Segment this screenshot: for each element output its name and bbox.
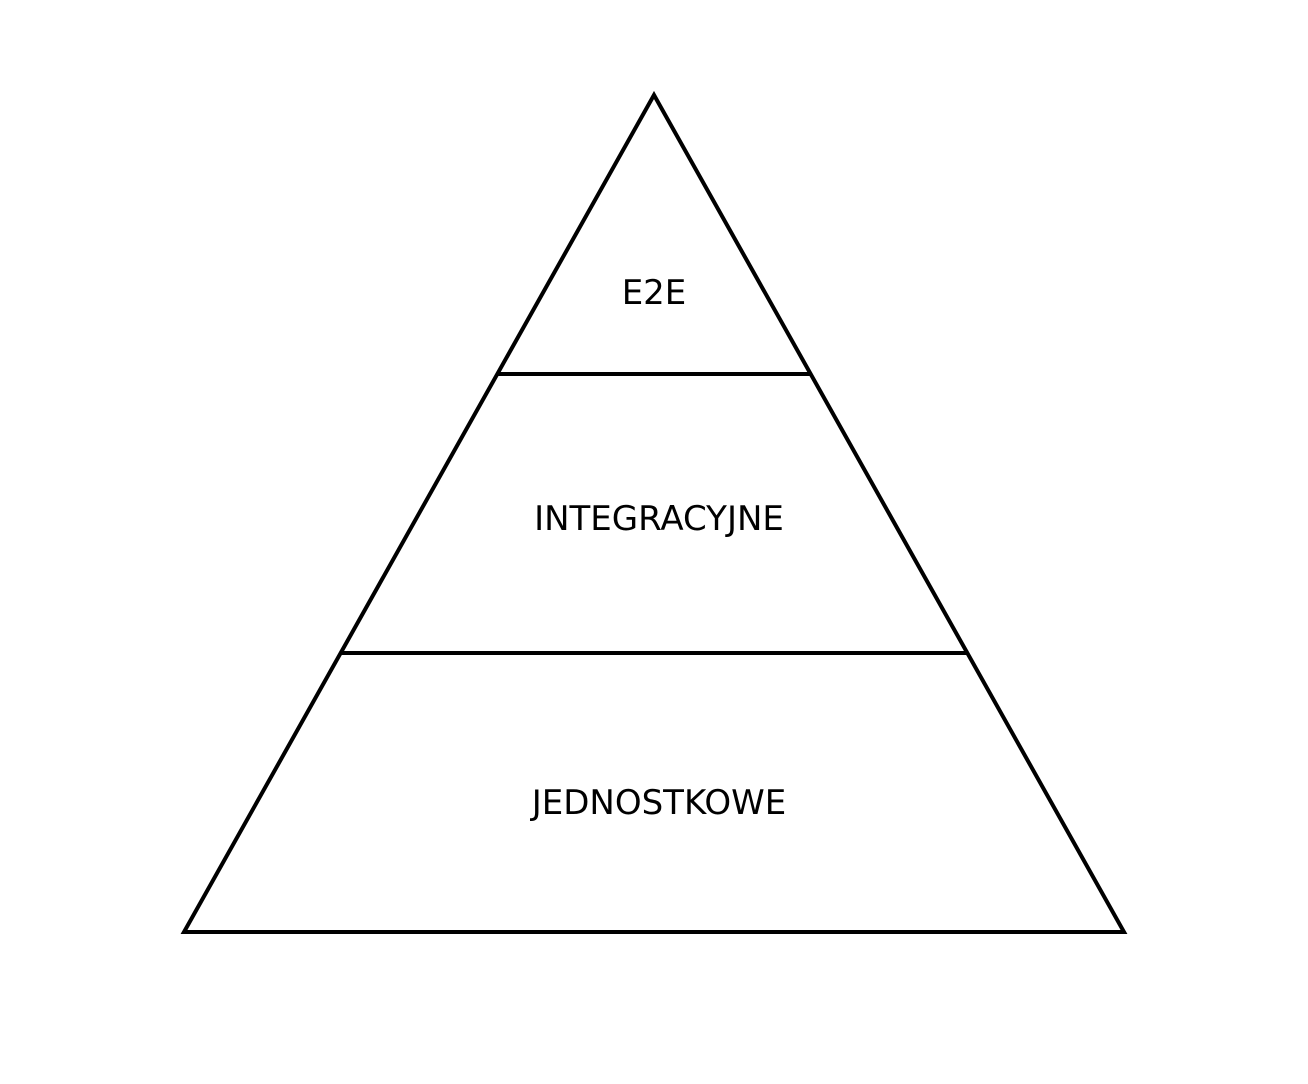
tier-label-e2e: E2E bbox=[622, 273, 687, 313]
tier-label-jednostkowe: JEDNOSTKOWE bbox=[530, 783, 787, 823]
tier-label-integracyjne: INTEGRACYJNE bbox=[534, 499, 784, 539]
pyramid-outline bbox=[180, 90, 1128, 934]
